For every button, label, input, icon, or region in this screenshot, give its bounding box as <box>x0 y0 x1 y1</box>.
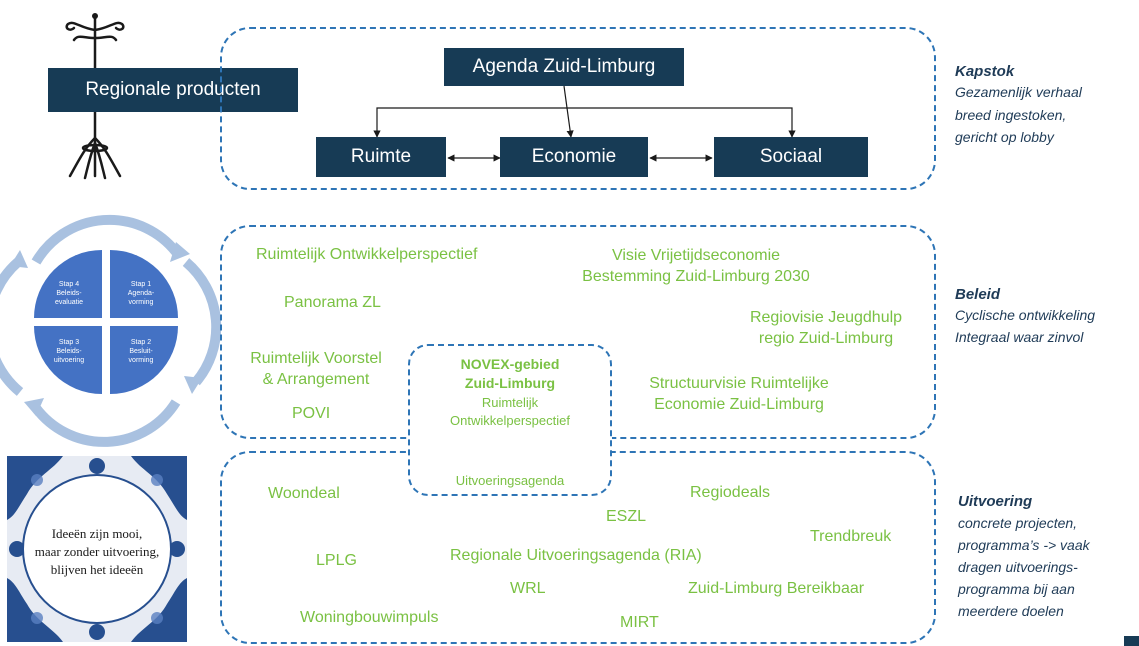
beleid-visie-vrijetijdseconomie: Visie Vrijetijdseconomie Bestemming Zuid… <box>582 247 810 285</box>
novex-agenda: Uitvoeringsagenda <box>455 473 565 488</box>
uitvoering-regiodeals: Regiodeals <box>690 484 771 501</box>
uitvoering-woondeal: Woondeal <box>268 485 340 502</box>
beleid-line: Integraal waar zinvol <box>955 329 1084 345</box>
uitvoering-line: meerdere doelen <box>958 603 1064 619</box>
uitvoering-line: programma bij aan <box>958 581 1075 597</box>
uitvoering-wrl: WRL <box>510 580 546 597</box>
agenda-label: Agenda Zuid-Limburg <box>472 56 656 77</box>
uitvoering-ria: Regionale Uitvoeringsagenda (RIA) <box>450 547 702 564</box>
beleid-ruimtelijk-voorstel: Ruimtelijk Voorstel & Arrangement <box>250 350 382 388</box>
uitvoering-trendbreuk: Trendbreuk <box>810 528 892 545</box>
beleid-line: Cyclische ontwikkeling <box>955 307 1096 323</box>
novex-frame <box>408 344 612 496</box>
beleid-povi: POVI <box>292 405 331 422</box>
uitvoering-line: programma’s -> vaak <box>958 537 1090 553</box>
novex-title: NOVEX-gebied Zuid-Limburg <box>460 356 560 391</box>
uitvoering-eszl: ESZL <box>606 508 647 525</box>
novex-subtitle: Ruimtelijk Ontwikkelperspectief <box>450 395 570 428</box>
kapstok-line: Gezamenlijk verhaal <box>955 84 1082 100</box>
kapstok-line: gericht op lobby <box>955 129 1054 145</box>
regional-products-label: Regionale producten <box>85 79 261 100</box>
beleid-structuurvisie: Structuurvisie Ruimtelijke Economie Zuid… <box>649 375 829 413</box>
kapstok-frame <box>220 27 936 190</box>
kapstok-title: Kapstok <box>955 63 1015 80</box>
beleid-panorama: Panorama ZL <box>284 294 381 311</box>
uitvoering-woningbouwimpuls: Woningbouwimpuls <box>300 609 439 626</box>
uitvoering-line: dragen uitvoerings- <box>958 559 1078 575</box>
uitvoering-bereikbaar: Zuid-Limburg Bereikbaar <box>688 580 865 597</box>
uitvoering-title: Uitvoering <box>958 493 1033 510</box>
tile-quote: Ideeën zijn mooi, maar zonder uitvoering… <box>34 526 160 577</box>
delft-tile-image <box>7 456 187 642</box>
agenda-box: Agenda Zuid-Limburg <box>444 48 684 86</box>
uitvoering-line: concrete projecten, <box>958 515 1078 531</box>
beleid-title: Beleid <box>955 286 1001 303</box>
uitvoering-mirt: MIRT <box>620 614 659 631</box>
regional-products-box: Regionale producten <box>48 68 298 112</box>
policy-cycle-diagram <box>0 214 222 447</box>
pillar-sociaal: Sociaal <box>714 137 868 177</box>
corner-marker <box>1124 636 1139 646</box>
uitvoering-lplg: LPLG <box>316 552 357 569</box>
pillar-economie: Economie <box>500 137 648 177</box>
beleid-ruimtelijk-ontwikkelperspectief: Ruimtelijk Ontwikkelperspectief <box>256 246 478 263</box>
beleid-regiovisie-jeugdhulp: Regiovisie Jeugdhulp regio Zuid-Limburg <box>749 309 903 347</box>
kapstok-line: breed ingestoken, <box>955 107 1067 123</box>
pillar-ruimte: Ruimte <box>316 137 446 177</box>
